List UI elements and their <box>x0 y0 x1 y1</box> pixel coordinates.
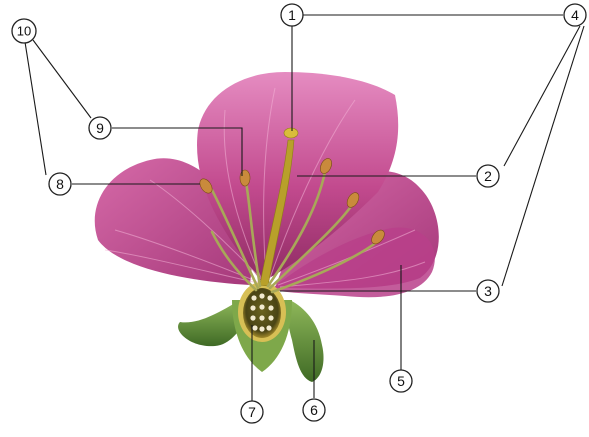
callout-number: 8 <box>56 176 64 192</box>
callout-5: 5 <box>390 370 412 392</box>
sepal-right <box>287 300 323 382</box>
callout-number: 9 <box>96 120 104 136</box>
callout-number: 5 <box>397 373 405 389</box>
callout-9: 9 <box>89 117 111 139</box>
callout-8: 8 <box>49 173 71 195</box>
callout-6: 6 <box>303 399 325 421</box>
callout-number: 2 <box>484 168 492 184</box>
callout-number: 10 <box>17 24 31 39</box>
callout-10: 10 <box>12 19 36 43</box>
callout-number: 6 <box>310 402 318 418</box>
callout-2: 2 <box>477 165 499 187</box>
callout-number: 3 <box>484 283 492 299</box>
callout-1: 1 <box>281 4 303 26</box>
callout-number: 1 <box>288 7 296 23</box>
callout-7: 7 <box>241 401 263 423</box>
callout-number: 7 <box>248 404 256 420</box>
callout-4: 4 <box>564 4 586 26</box>
stigma <box>284 128 298 138</box>
callout-number: 4 <box>571 7 579 23</box>
callout-3: 3 <box>477 280 499 302</box>
